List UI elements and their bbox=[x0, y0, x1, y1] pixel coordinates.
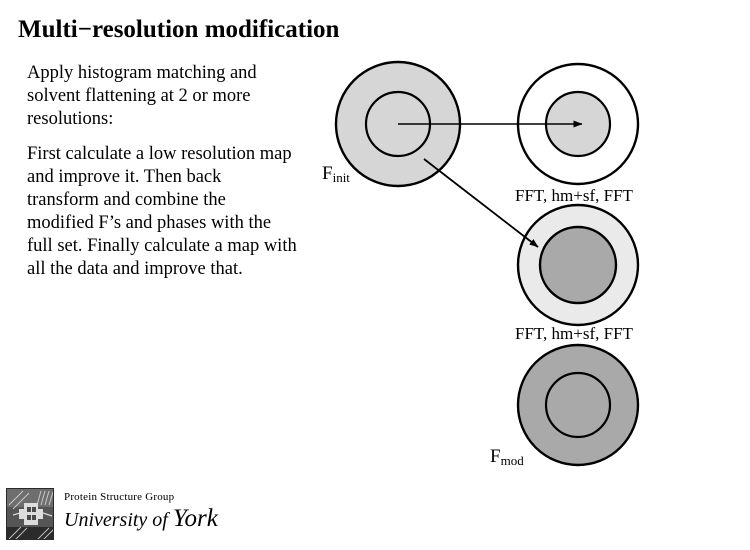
footer-university-name: York bbox=[172, 505, 218, 532]
protein-structure-logo-icon bbox=[6, 488, 54, 540]
label-finit: Finit bbox=[322, 163, 350, 185]
label-finit-base: F bbox=[322, 163, 333, 184]
label-fmod-subscript: mod bbox=[500, 453, 524, 468]
body-paragraph-1: Apply histogram matching and solvent fla… bbox=[27, 63, 257, 129]
footer-organisation: Protein Structure Group bbox=[64, 491, 175, 503]
circle-combined-inner bbox=[538, 225, 618, 305]
label-fmod-base: F bbox=[490, 446, 501, 467]
body-paragraph-2: First calculate a low resolution map and… bbox=[27, 144, 297, 279]
page-title: Multi−resolution modification bbox=[18, 16, 340, 43]
footer-university: University of York bbox=[64, 505, 254, 532]
label-fft-step-1: FFT, hm+sf, FFT bbox=[515, 186, 633, 205]
circle-combined bbox=[516, 203, 640, 327]
footer: Protein Structure Group University of Yo… bbox=[6, 488, 256, 544]
label-finit-subscript: init bbox=[332, 170, 350, 185]
circle-fmod-inner bbox=[544, 371, 612, 439]
label-fmod: Fmod bbox=[490, 446, 524, 468]
circle-fmod bbox=[516, 343, 640, 467]
footer-university-prefix: University of bbox=[64, 509, 173, 531]
footer-text: Protein Structure Group University of Yo… bbox=[64, 490, 254, 532]
logo-graphic bbox=[7, 489, 53, 539]
label-fft-step-2: FFT, hm+sf, FFT bbox=[515, 324, 633, 343]
arrow-diagonal bbox=[423, 158, 539, 248]
